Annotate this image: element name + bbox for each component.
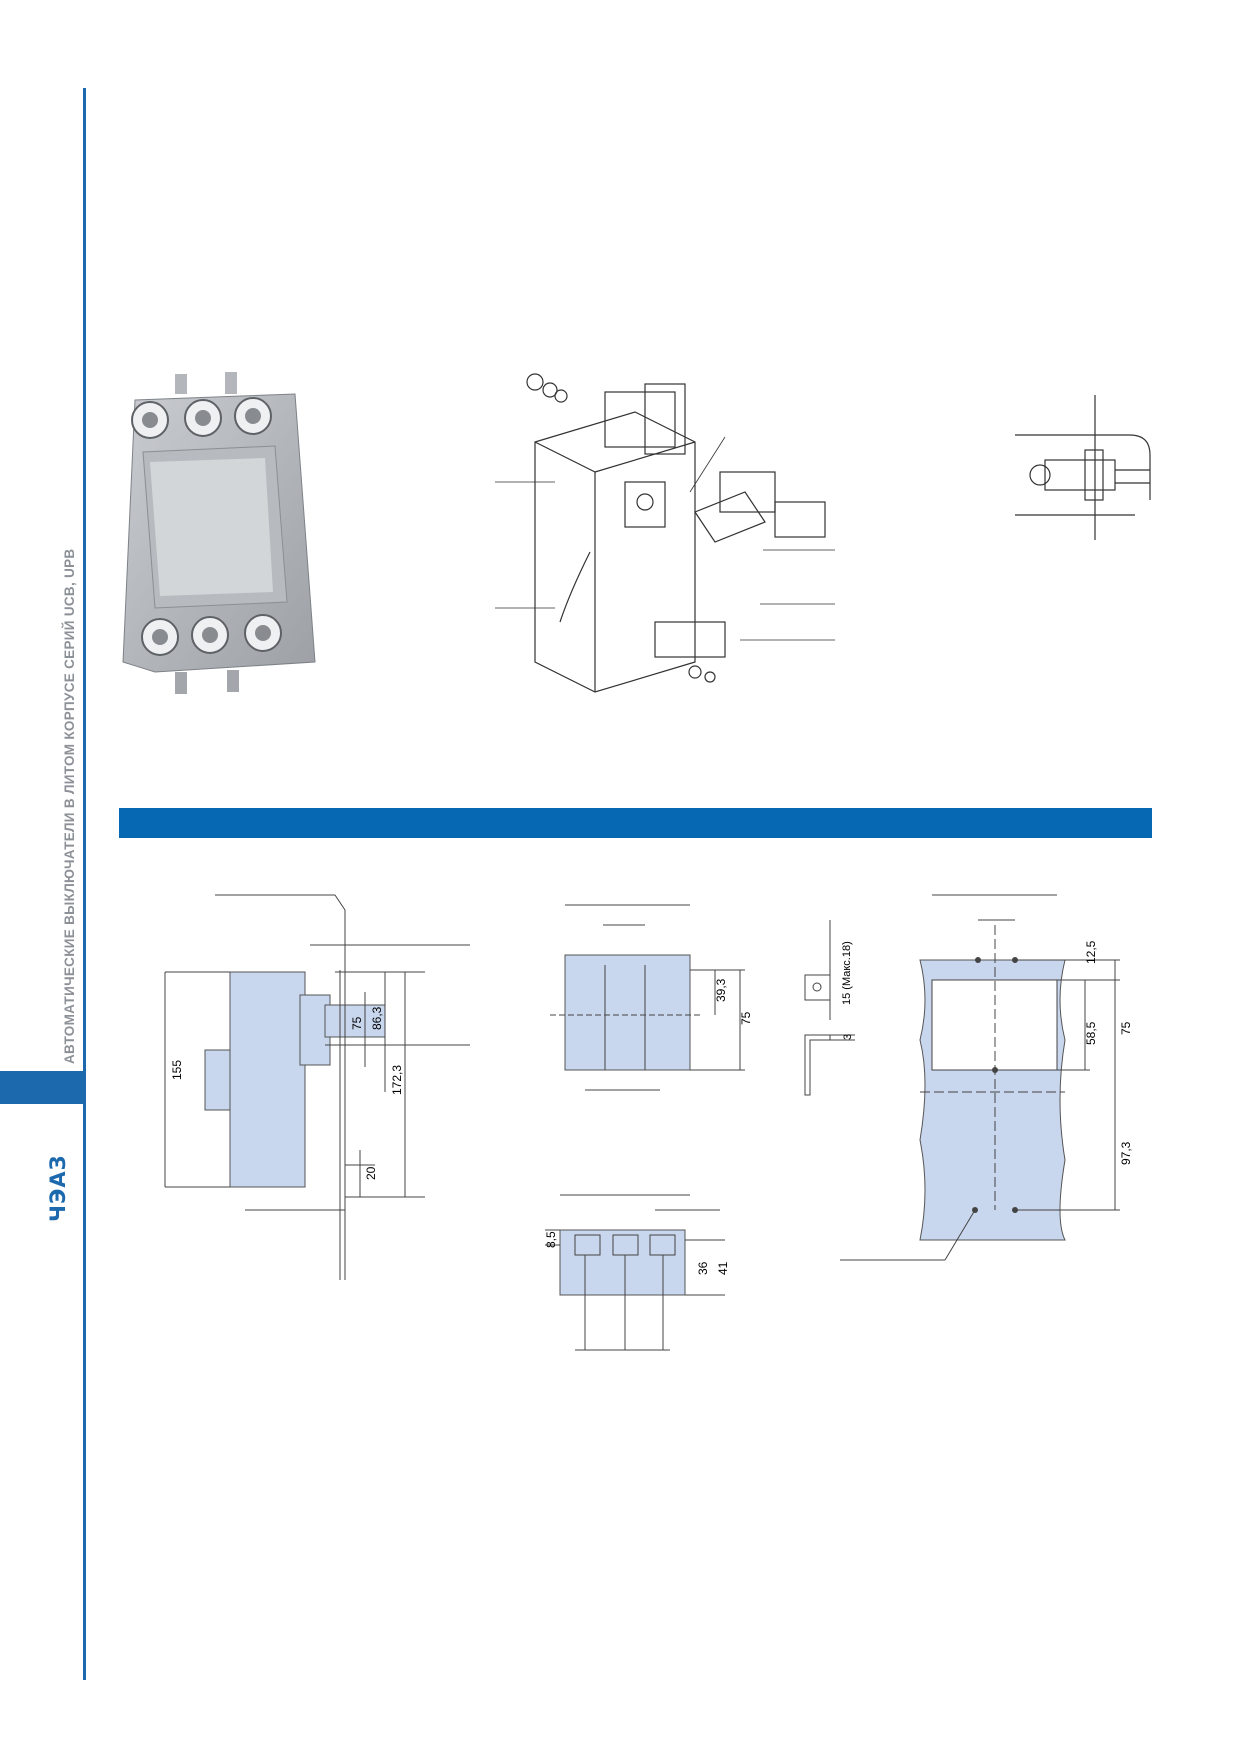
dim-8-5: 8,5 xyxy=(544,1231,558,1248)
panel-fixing-detail xyxy=(1015,395,1151,540)
sidebar-brand-tab xyxy=(0,1071,84,1104)
brand-logo: ЧЭАЗ xyxy=(46,1154,70,1222)
dim-39-3: 39,3 xyxy=(714,978,728,1002)
bracket-detail-drawing: 15 (Макс.18) 3 xyxy=(804,920,855,1096)
section-header-bar xyxy=(119,808,1152,838)
dim-97-3: 97,3 xyxy=(1119,1141,1133,1165)
dim-20: 20 xyxy=(364,1166,378,1180)
dim-36: 36 xyxy=(696,1261,710,1275)
dim-86-3: 86,3 xyxy=(370,1006,384,1030)
dim-12-5: 12,5 xyxy=(1084,940,1098,964)
plug-in-base-photo xyxy=(122,372,316,694)
sidebar-rule xyxy=(83,88,86,1680)
dim-75: 75 xyxy=(350,1016,364,1030)
dim-172-3: 172,3 xyxy=(390,1065,404,1095)
dim-41: 41 xyxy=(716,1261,730,1275)
dim-3: 3 xyxy=(842,1034,854,1040)
dim-155: 155 xyxy=(170,1060,184,1080)
dim-58-5: 58,5 xyxy=(1084,1021,1098,1045)
side-view-drawing: 155 75 86,3 172,3 20 xyxy=(164,894,470,1280)
dim-top-75: 75 xyxy=(739,1011,753,1025)
top-view-drawing: 39,3 75 xyxy=(550,904,753,1091)
sidebar-vertical-title: АВТОМАТИЧЕСКИЕ ВЫКЛЮЧАТЕЛИ В ЛИТОМ КОРПУ… xyxy=(62,548,77,1064)
panel-cutout-drawing: 12,5 58,5 75 97,3 xyxy=(840,894,1133,1261)
dim-15-max18: 15 (Макс.18) xyxy=(841,941,853,1005)
assembly-exploded-drawing xyxy=(495,373,835,693)
terminals-drawing: 8,5 36 41 xyxy=(544,1194,730,1351)
dim-cutout-75: 75 xyxy=(1119,1021,1133,1035)
